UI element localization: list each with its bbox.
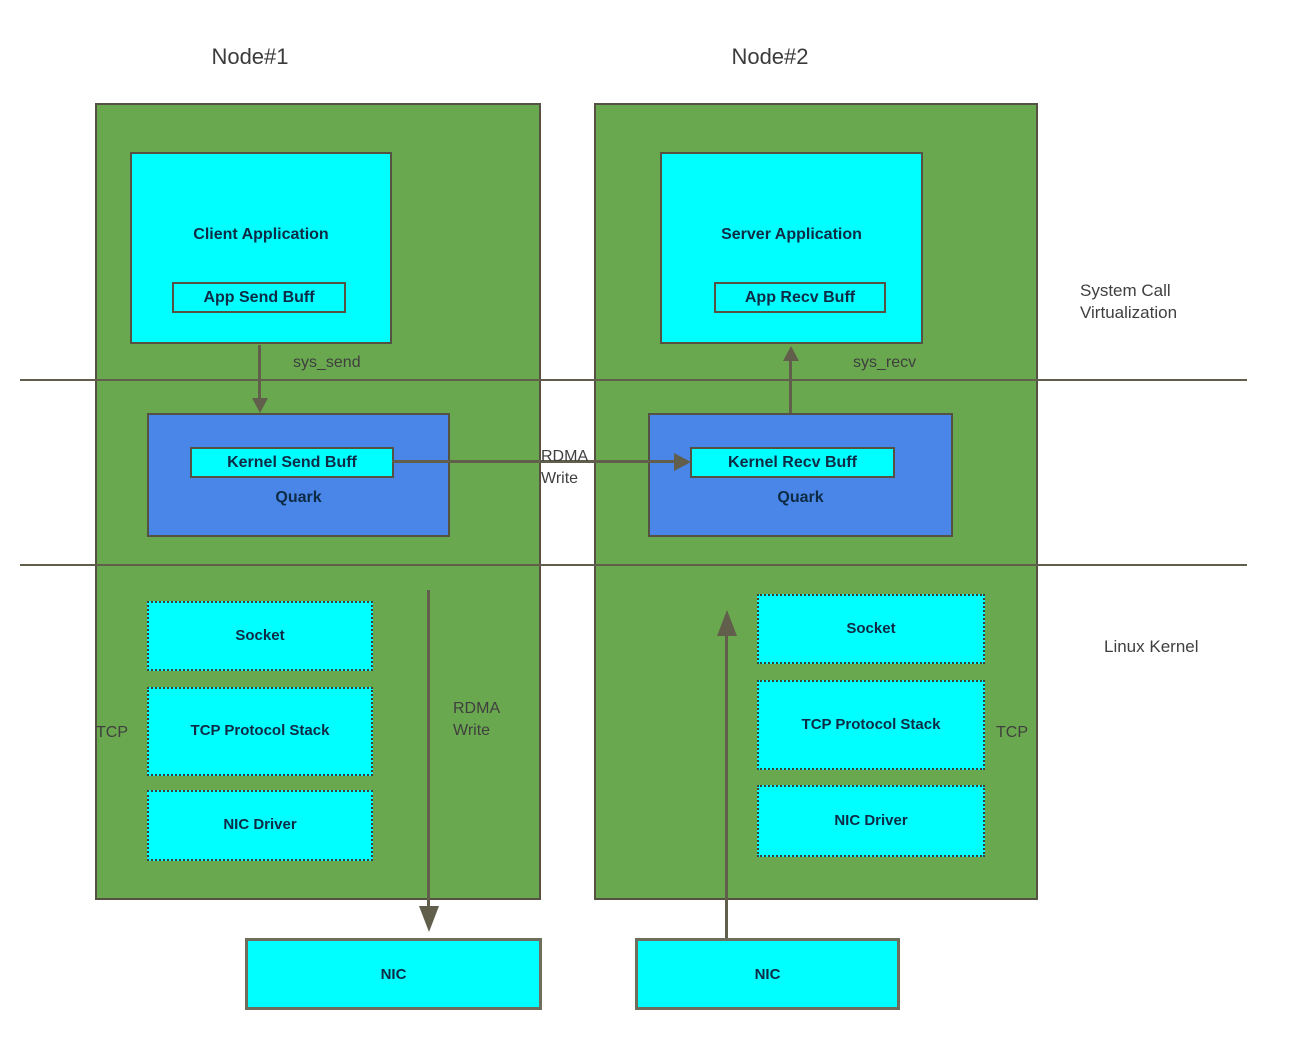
- node2-title: Node#2: [731, 44, 809, 69]
- linux-kernel-divider-line: [20, 564, 1247, 566]
- node1-title: Node#1: [211, 44, 289, 69]
- nic-box-node2: NIC: [635, 938, 900, 1010]
- socket-box-node2: Socket: [757, 594, 985, 664]
- client-application-box: Client Application App Send Buff: [130, 152, 392, 344]
- kernel-recv-buff-box: Kernel Recv Buff: [690, 447, 895, 478]
- rdma-write-center-label: RDMA Write: [541, 448, 589, 487]
- kernel-send-buff-box: Kernel Send Buff: [190, 447, 394, 478]
- client-application-label: Client Application: [193, 226, 329, 243]
- sys-recv-arrowhead-icon: [783, 346, 799, 361]
- nic-up-arrowhead-icon: [717, 610, 737, 636]
- socket-box-node1: Socket: [147, 601, 373, 671]
- nic-driver-box-node1: NIC Driver: [147, 790, 373, 861]
- rdma-write-arrow-line: [392, 460, 676, 463]
- quark1-label: Quark: [275, 489, 322, 506]
- linux-kernel-label: Linux Kernel: [1104, 637, 1199, 656]
- rdma-write-arrowhead-icon: [674, 453, 691, 471]
- app-recv-buff-box: App Recv Buff: [714, 282, 886, 313]
- quark2-box: Kernel Recv Buff Quark: [648, 413, 953, 537]
- nic-up-arrow-line: [725, 634, 728, 941]
- nic-box-node1: NIC: [245, 938, 542, 1010]
- rdma-write-down-arrowhead-icon: [419, 906, 439, 932]
- system-call-virtualization-label: System Call Virtualization: [1080, 281, 1178, 323]
- sys-send-arrow-line: [258, 345, 261, 400]
- syscall-virtualization-divider-line: [20, 379, 1247, 381]
- sys-recv-arrow-line: [789, 360, 792, 413]
- rdma-write-node1-label: RDMA Write: [453, 700, 501, 739]
- server-application-box: Server Application App Recv Buff: [660, 152, 923, 344]
- tcp-protocol-stack-box-node2: TCP Protocol Stack: [757, 680, 985, 770]
- nic-driver-box-node2: NIC Driver: [757, 785, 985, 857]
- rdma-write-down-arrow-line: [427, 590, 430, 908]
- sys-send-label: sys_send: [293, 354, 361, 371]
- tcp-label-node2: TCP: [996, 724, 1028, 741]
- app-send-buff-box: App Send Buff: [172, 282, 346, 313]
- quark2-label: Quark: [777, 489, 824, 506]
- sys-send-arrowhead-icon: [252, 398, 268, 413]
- sys-recv-label: sys_recv: [853, 354, 917, 371]
- server-application-label: Server Application: [721, 226, 862, 243]
- tcp-protocol-stack-box-node1: TCP Protocol Stack: [147, 687, 373, 776]
- tcp-label-node1: TCP: [96, 724, 128, 741]
- quark1-box: Kernel Send Buff Quark: [147, 413, 450, 537]
